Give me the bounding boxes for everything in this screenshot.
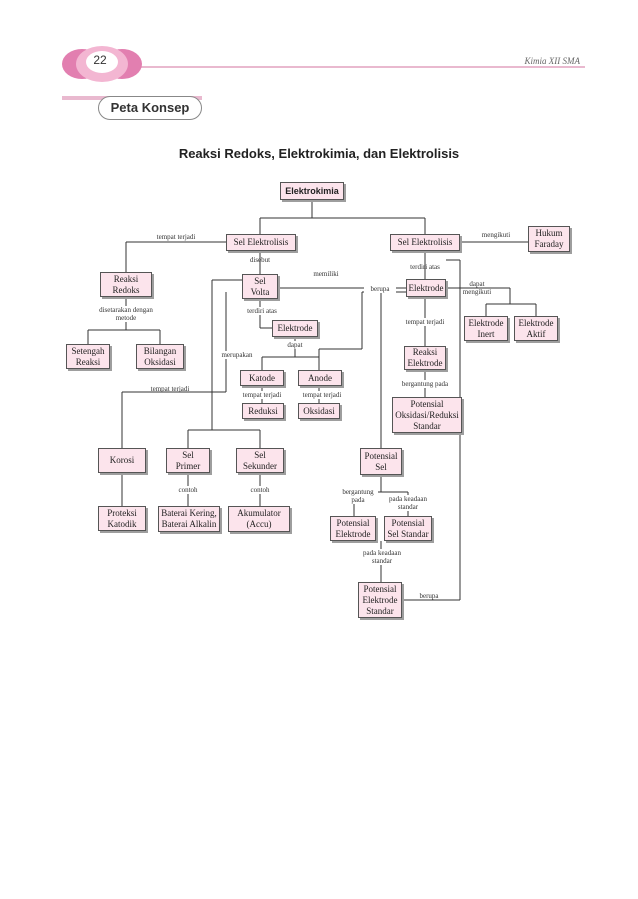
concept-reaksi-redoks: Reaksi Redoks: [100, 272, 152, 297]
concept-proteksi-katodik: Proteksi Katodik: [98, 506, 146, 531]
concept-sel-elektrolisis-left: Sel Elektrolisis: [226, 234, 296, 251]
concept-setengah-reaksi: Setengah Reaksi: [66, 344, 110, 369]
link-label: dapat mengikuti: [462, 280, 492, 296]
concept-sel-elektrolisis-right: Sel Elektrolisis: [390, 234, 460, 251]
link-label: mengikuti: [481, 231, 511, 239]
concept-elektrokimia: Elektrokimia: [280, 182, 344, 200]
link-label: pada keadaan standar: [384, 495, 432, 511]
concept-potensial-sel: Potensial Sel: [360, 448, 402, 475]
concept-reaksi-elektrode: Reaksi Elektrode: [404, 346, 446, 370]
concept-sel-primer: Sel Primer: [166, 448, 210, 473]
link-label: contoh: [174, 486, 202, 494]
concept-elektrode-inert: Elektrode Inert: [464, 316, 508, 341]
concept-oksidasi: Oksidasi: [298, 403, 340, 419]
link-label: terdiri atas: [410, 263, 440, 271]
link-label: terdiri atas: [240, 307, 284, 315]
link-label: bergantung pada: [394, 380, 456, 388]
concept-elektrode-right: Elektrode: [406, 279, 446, 297]
concept-reduksi: Reduksi: [242, 403, 284, 419]
concept-potensial-oksidasi-reduksi: Potensial Oksidasi/Reduksi Standar: [392, 397, 462, 433]
link-label: dapat: [282, 341, 308, 349]
link-label: contoh: [246, 486, 274, 494]
link-label: tempat terjadi: [150, 385, 190, 393]
concept-katode: Katode: [240, 370, 284, 386]
header-rule: [120, 66, 585, 68]
concept-anode: Anode: [298, 370, 342, 386]
diagram-title: Reaksi Redoks, Elektrokimia, dan Elektro…: [178, 146, 460, 161]
book-title: Kimia XII SMA: [524, 56, 581, 66]
link-label: tempat terjadi: [296, 391, 348, 399]
concept-potensial-sel-standar: Potensial Sel Standar: [384, 516, 432, 541]
link-label: bergantung pada: [338, 488, 378, 504]
concept-akumulator: Akumulator (Accu): [228, 506, 290, 532]
link-label: disebut: [249, 256, 271, 264]
link-label: pada keadaan standar: [358, 549, 406, 565]
link-label: tempat terjadi: [156, 233, 196, 241]
concept-sel-sekunder: Sel Sekunder: [236, 448, 284, 473]
link-label: berupa: [419, 592, 439, 600]
concept-korosi: Korosi: [98, 448, 146, 473]
link-label: tempat terjadi: [398, 318, 452, 326]
link-label: disetarakan dengan metode: [88, 306, 164, 322]
concept-baterai: Baterai Kering, Baterai Alkalin: [158, 506, 220, 532]
section-label: Peta Konsep: [98, 96, 202, 120]
link-label: berupa: [364, 285, 396, 293]
concept-potensial-elektrode-standar: Potensial Elektrode Standar: [358, 582, 402, 618]
page-number: 22: [93, 53, 107, 67]
page-badge-ornament-icon: [62, 46, 142, 82]
concept-potensial-elektrode: Potensial Elektrode: [330, 516, 376, 541]
concept-elektrode-aktif: Elektrode Aktif: [514, 316, 558, 341]
concept-hukum-faraday: Hukum Faraday: [528, 226, 570, 252]
concept-bilangan-oksidasi: Bilangan Oksidasi: [136, 344, 184, 369]
link-label: memiliki: [313, 270, 339, 278]
concept-elektrode-mid: Elektrode: [272, 320, 318, 337]
concept-sel-volta: Sel Volta: [242, 274, 278, 299]
link-label: tempat terjadi: [236, 391, 288, 399]
link-label: merupakan: [216, 351, 258, 359]
